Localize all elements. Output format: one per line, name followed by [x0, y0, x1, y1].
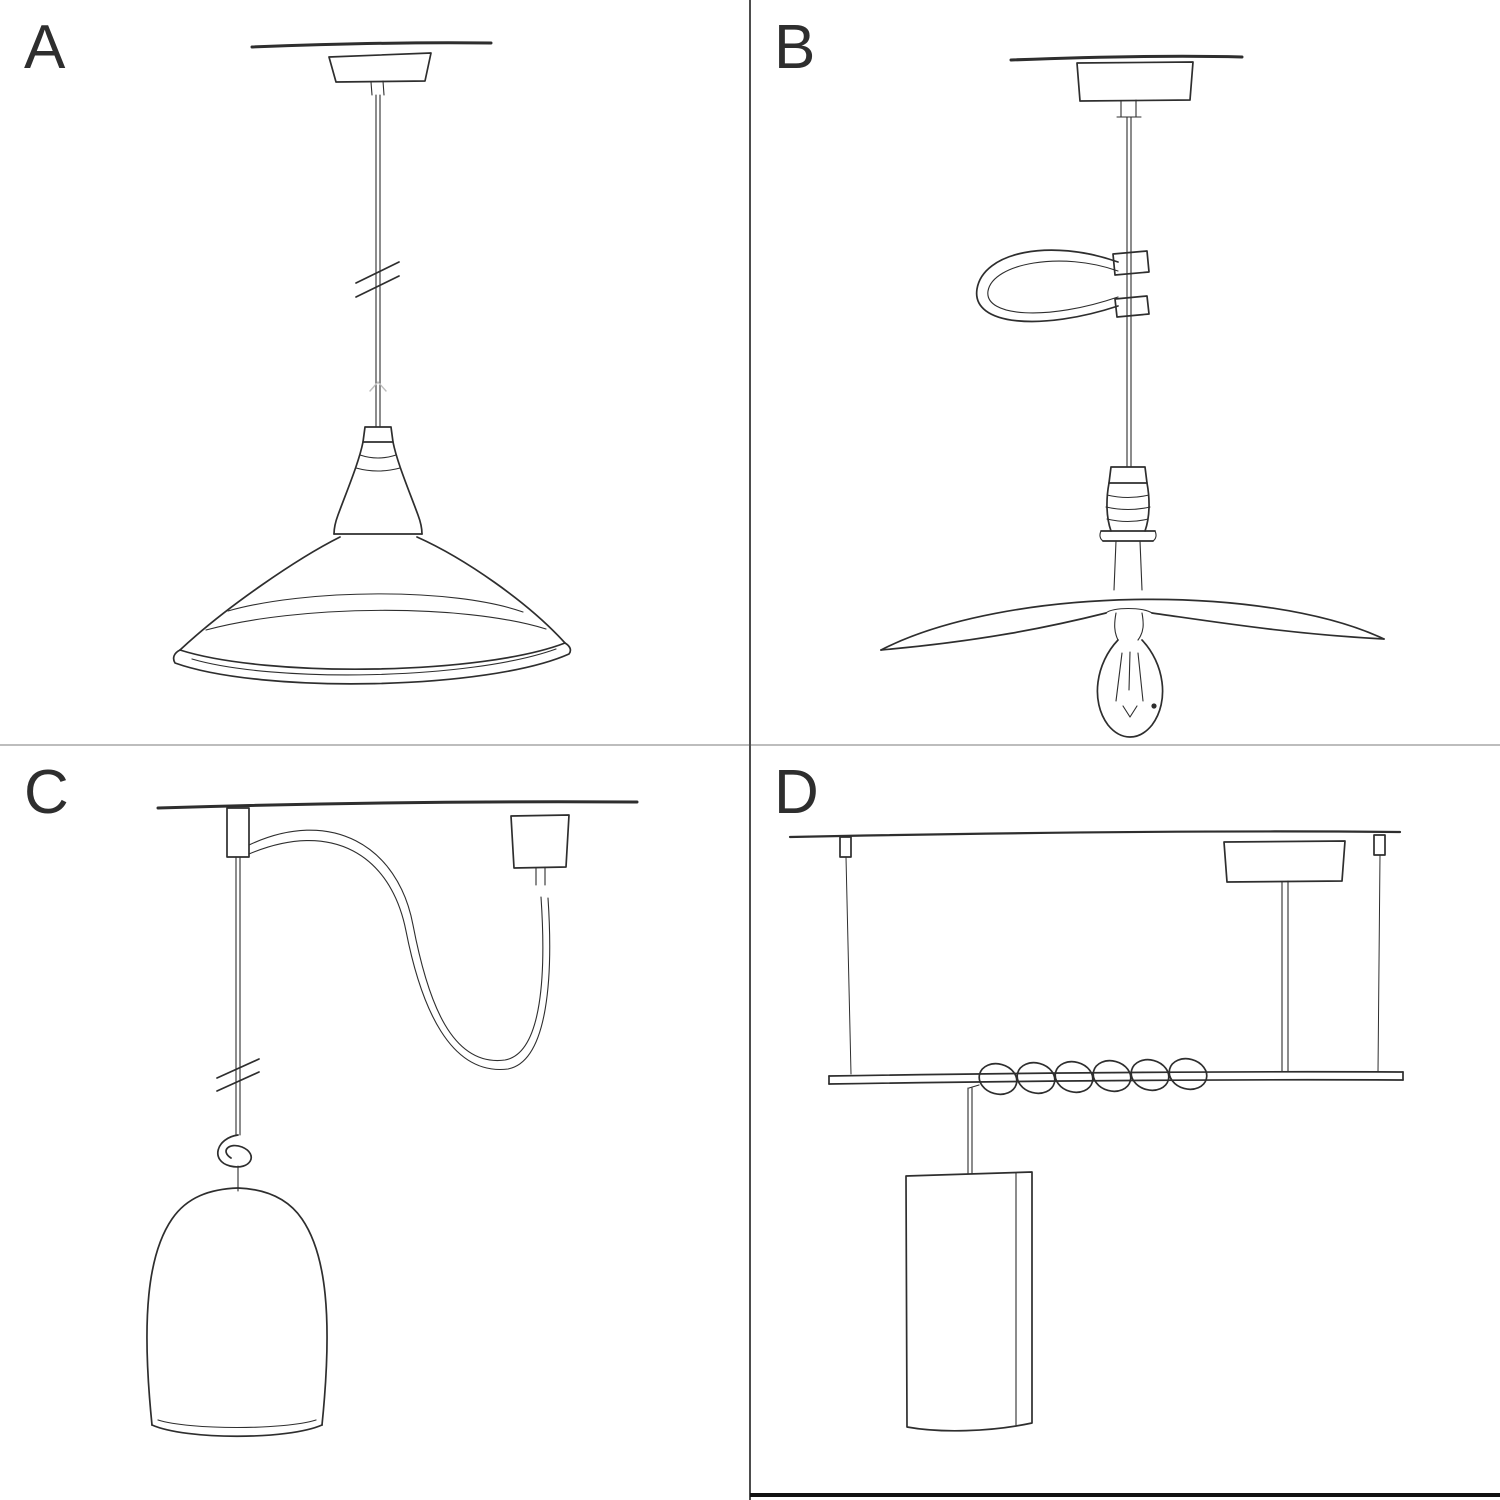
lamp-holder — [333, 426, 423, 535]
vertical-divider — [749, 0, 751, 1500]
bell-dome-shade — [146, 1187, 328, 1438]
ceiling-canopy — [510, 814, 570, 886]
cord-knot — [217, 1134, 253, 1192]
cord-arrow-mark — [369, 381, 387, 392]
pendant-cord — [1126, 116, 1132, 468]
ceiling-canopy — [328, 52, 432, 96]
cord-length-marks — [355, 261, 400, 298]
drop-cord — [967, 1087, 973, 1175]
panel-b-label: B — [774, 13, 817, 82]
sketch-swag-pendant-bell-shade — [146, 800, 639, 1438]
panel-d: D — [750, 745, 1500, 1500]
cord-length-marks — [216, 1058, 260, 1092]
panel-a: A — [0, 0, 750, 745]
light-bulb — [1096, 612, 1164, 738]
sketch-pendant-industrial-bowl-shade — [172, 41, 572, 685]
left-suspension-wire — [839, 836, 852, 1075]
ceiling-line — [250, 41, 493, 49]
panel-a-label: A — [24, 13, 67, 82]
drop-cord — [235, 856, 241, 1136]
wrapped-cord-coils — [968, 1057, 1208, 1096]
ceiling-line — [1009, 54, 1244, 62]
ceiling-line — [788, 830, 1402, 839]
lamp-holder — [1099, 466, 1157, 591]
ceiling-line — [156, 800, 639, 810]
swag-cord — [248, 829, 551, 1070]
panel-d-label: D — [774, 758, 820, 827]
ceiling-canopy — [1223, 840, 1346, 883]
panel-c-label: C — [24, 758, 70, 827]
center-rod — [1281, 880, 1289, 1073]
cable-tensioner-loop — [976, 249, 1150, 323]
bowl-shade — [172, 536, 572, 685]
panel-b: B — [750, 0, 1500, 745]
tube-shade — [905, 1171, 1033, 1432]
ceiling-hook — [226, 807, 250, 858]
panel-c: C — [0, 745, 750, 1500]
right-suspension-wire — [1373, 834, 1386, 1073]
sketch-bar-suspension-tube-pendant — [788, 830, 1404, 1432]
bottom-border-bar — [750, 1493, 1500, 1497]
flat-plate-shade — [880, 598, 1385, 651]
pendant-cord — [375, 94, 381, 428]
sketch-pendant-plate-shade-exposed-bulb — [880, 54, 1385, 738]
horizontal-bar — [828, 1070, 1404, 1085]
ceiling-canopy — [1076, 61, 1194, 118]
